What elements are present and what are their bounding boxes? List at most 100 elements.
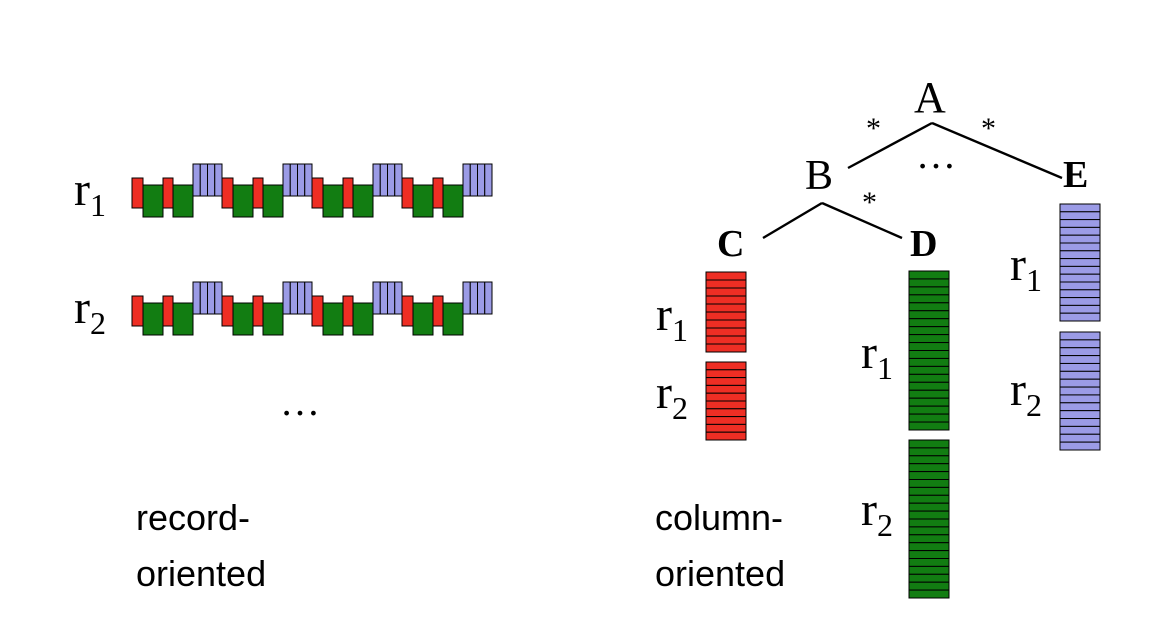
column-cell: [1059, 312, 1101, 322]
record-red-cell: [432, 177, 444, 209]
column-cell: [1059, 362, 1101, 372]
record-red-cell: [311, 295, 324, 327]
column-cell: [908, 342, 950, 351]
node-b: B: [805, 153, 833, 199]
column-cell: [908, 389, 950, 399]
record-red-cell: [342, 177, 354, 209]
star-b-d: *: [862, 186, 877, 219]
record-red-cell: [162, 177, 174, 209]
record-blue-cell: [379, 281, 388, 315]
record-row-1: [131, 163, 493, 218]
column-cell: [908, 373, 950, 383]
column-c-r2: [705, 361, 747, 441]
column-cell: [908, 270, 950, 280]
record-blue-cell: [282, 281, 291, 315]
column-cell: [705, 303, 747, 313]
edge-a-e: [931, 121, 1063, 180]
column-cell: [1059, 339, 1101, 349]
column-cell: [908, 447, 950, 457]
column-cell: [908, 357, 950, 367]
column-cell: [1059, 250, 1101, 260]
record-blue-cell: [297, 281, 306, 315]
record-red-cell: [342, 295, 354, 327]
column-cell: [908, 494, 950, 504]
record-caption-line1: record-: [136, 497, 250, 538]
column-d-r1: [908, 270, 950, 431]
column-cell: [1059, 281, 1101, 291]
record-blue-cell: [484, 281, 493, 315]
column-cell: [908, 421, 950, 431]
column-cell: [908, 381, 950, 391]
record-blue-cell: [207, 163, 216, 197]
label-d-r2: r2: [861, 483, 893, 543]
tree-ellipsis: …: [916, 132, 956, 177]
node-c: C: [717, 223, 744, 265]
column-caption-line2: oriented: [655, 553, 785, 594]
record-blue-cell: [304, 163, 313, 197]
record-green-cell: [442, 184, 464, 218]
column-cell: [705, 295, 747, 305]
column-cell: [1059, 386, 1101, 396]
column-cell: [908, 502, 950, 512]
column-cell: [908, 463, 950, 473]
column-cell: [908, 589, 950, 599]
label-e-r1: r1: [1010, 238, 1042, 298]
column-cell: [908, 550, 950, 559]
record-green-cell: [322, 302, 344, 336]
record-blue-cell: [469, 281, 478, 315]
record-blue-cell: [372, 281, 381, 315]
column-cell: [908, 573, 950, 583]
record-green-cell: [262, 184, 284, 218]
column-e-r1: [1059, 203, 1101, 322]
label-c-r1: r1: [656, 288, 688, 348]
record-red-cell: [131, 177, 144, 209]
record-green-cell: [172, 302, 194, 336]
record-oriented-panel: r1 r2 … record- oriented: [74, 163, 493, 594]
column-cell: [908, 534, 950, 544]
column-cell: [705, 400, 747, 410]
record-blue-cell: [192, 163, 201, 197]
record-blue-cell: [199, 281, 208, 315]
record-red-cell: [432, 295, 444, 327]
column-cell: [1059, 410, 1101, 420]
record-red-cell: [221, 295, 234, 327]
column-cell: [908, 558, 950, 567]
record-blue-cell: [484, 163, 493, 197]
record-row-2: [131, 281, 493, 336]
record-red-cell: [252, 295, 264, 327]
column-cell: [1059, 425, 1101, 435]
column-cell: [1059, 304, 1101, 314]
column-cell: [908, 479, 950, 488]
column-cell: [908, 518, 950, 528]
record-green-cell: [142, 184, 164, 218]
record-red-cell: [221, 177, 234, 209]
column-cell: [1059, 418, 1101, 427]
column-cell: [1059, 402, 1101, 412]
column-cell: [908, 455, 950, 465]
record-blue-cell: [207, 281, 216, 315]
column-cell: [908, 405, 950, 415]
column-cell: [1059, 355, 1101, 364]
column-cell: [908, 471, 950, 481]
record-blue-cell: [214, 163, 223, 197]
record-green-cell: [412, 302, 434, 336]
record-green-cell: [142, 302, 164, 336]
column-cell: [1059, 378, 1101, 388]
column-oriented-panel: A B C D E * * * … r1 r2 r1 r2 r1: [655, 73, 1101, 599]
column-cell: [1059, 273, 1101, 283]
column-cell: [1059, 433, 1101, 443]
column-cell: [1059, 289, 1101, 299]
record-green-cell: [352, 184, 374, 218]
column-cell: [705, 319, 747, 329]
column-cell: [705, 392, 747, 402]
column-cell: [1059, 297, 1101, 306]
star-a-e: *: [981, 112, 996, 145]
column-cell: [908, 365, 950, 375]
node-a: A: [914, 73, 946, 122]
record-green-cell: [352, 302, 374, 336]
column-cell: [1059, 441, 1101, 451]
record-green-cell: [232, 302, 254, 336]
column-cell: [908, 294, 950, 304]
column-cell: [908, 397, 950, 407]
